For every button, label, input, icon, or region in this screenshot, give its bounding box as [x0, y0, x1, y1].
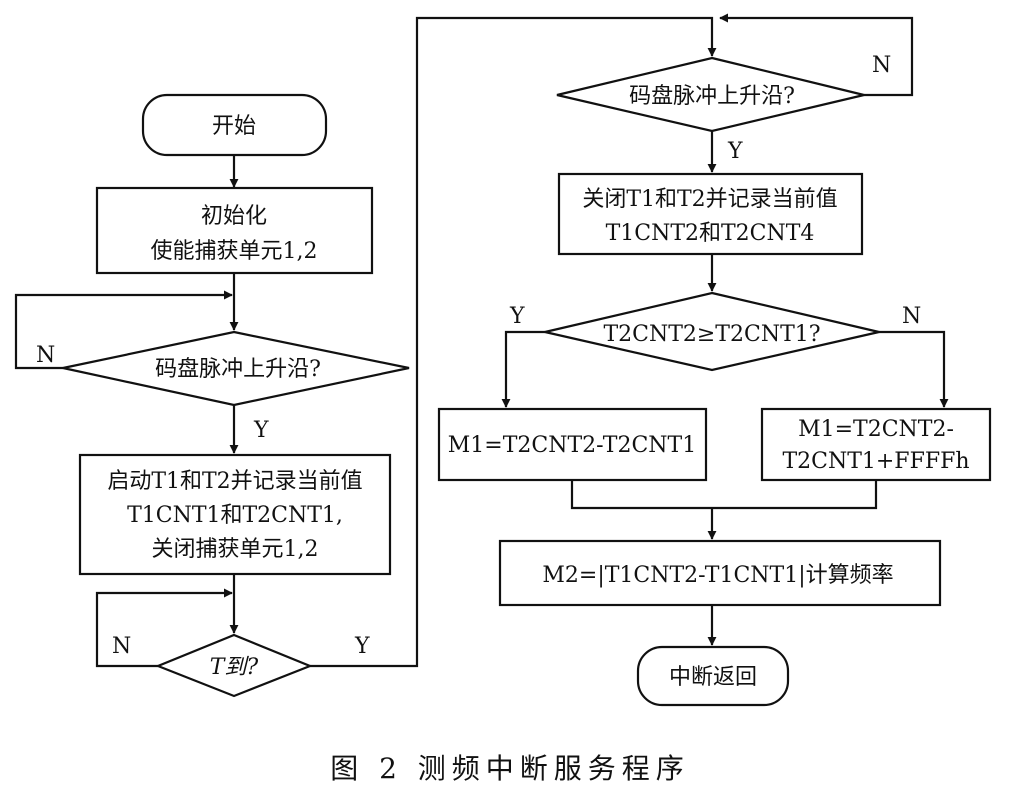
init-line-1: 初始化 — [201, 204, 267, 229]
loop-connector-n — [95, 588, 233, 668]
m2-compute-frequency-box — [498, 539, 942, 607]
decision-4-label: T2CNT2≥T2CNT1? — [603, 322, 820, 347]
p3-line-2: T1CNT2和T2CNT4 — [606, 221, 815, 246]
decision-1-label: 码盘脉冲上升沿? — [155, 357, 321, 382]
decision-2-label: T到? — [210, 655, 259, 680]
decision-compare-counters — [544, 291, 880, 372]
loop-connector-n — [719, 13, 914, 97]
p2-line-3: 关闭捕获单元1,2 — [152, 537, 319, 562]
end-terminal — [636, 645, 790, 707]
stop-timers-process-box — [557, 172, 864, 256]
branch-connector-n — [879, 330, 949, 408]
start-terminal-label: 开始 — [212, 114, 256, 139]
m1-overflow-box — [760, 407, 992, 482]
connector-to-right-column — [310, 16, 717, 668]
merge-connector — [570, 480, 878, 510]
label-n-d2: N — [112, 634, 131, 659]
figure-caption: 图 2 测频中断服务程序 — [330, 752, 690, 785]
m1-direct-box — [437, 407, 708, 482]
init-process-box — [95, 186, 374, 275]
m1-direct-label: M1=T2CNT2-T2CNT1 — [448, 433, 696, 458]
decision-3-label: 码盘脉冲上升沿? — [629, 84, 795, 109]
decision-timer-elapsed — [155, 633, 313, 698]
m1-overflow-line-2: T2CNT1+FFFFh — [782, 449, 969, 474]
p3-line-1: 关闭T1和T2并记录当前值 — [582, 187, 837, 212]
label-n-d3: N — [872, 53, 891, 78]
p2-line-1: 启动T1和T2并记录当前值 — [107, 469, 362, 494]
m1-overflow-line-1: M1=T2CNT2- — [798, 417, 954, 442]
branch-connector-y — [501, 330, 545, 408]
label-y-d1: Y — [253, 418, 269, 443]
end-terminal-label: 中断返回 — [669, 665, 757, 690]
p2-line-2: T1CNT1和T2CNT1, — [127, 503, 343, 528]
label-y-d3: Y — [727, 139, 743, 164]
label-y-d4: Y — [509, 304, 525, 329]
label-y-d2: Y — [354, 634, 370, 659]
label-n-d4: N — [902, 304, 921, 329]
m2-label: M2=|T1CNT2-T1CNT1|计算频率 — [542, 563, 893, 588]
init-line-2: 使能捕获单元1,2 — [151, 239, 318, 264]
label-n-d1: N — [36, 343, 55, 368]
loop-connector-n — [14, 290, 233, 370]
